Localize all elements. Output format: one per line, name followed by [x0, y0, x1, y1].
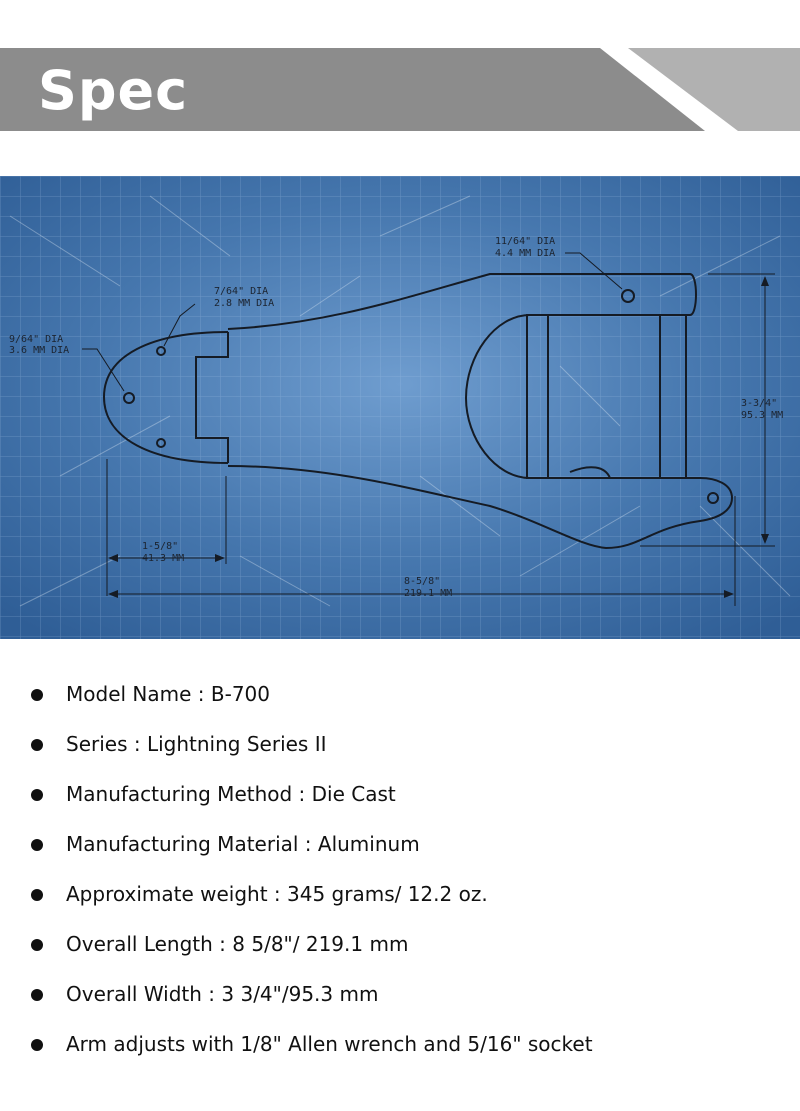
spec-item: Manufacturing Method : Die Cast [0, 772, 800, 822]
spec-item: Approximate weight : 345 grams/ 12.2 oz. [0, 872, 800, 922]
width-inch-label: 3-3/4" [741, 398, 777, 409]
spec-value: Die Cast [311, 782, 396, 806]
length-mm-label: 219.1 MM [404, 588, 452, 599]
spec-label: Approximate weight [66, 882, 268, 906]
spec-separator: : [298, 832, 318, 856]
spec-value: Aluminum [317, 832, 420, 856]
spec-value: 8 5/8"/ 219.1 mm [232, 932, 409, 956]
dimension-lines [82, 252, 775, 606]
spec-value: 3 3/4"/95.3 mm [221, 982, 379, 1006]
spec-item: Overall Width : 3 3/4"/95.3 mm [0, 972, 800, 1022]
bullet-icon [31, 689, 43, 701]
spec-item: Arm adjusts with 1/8" Allen wrench and 5… [0, 1022, 800, 1072]
length-inch-label: 8-5/8" [404, 576, 440, 587]
scratch-texture [9, 195, 791, 607]
spec-value: 345 grams/ 12.2 oz. [287, 882, 488, 906]
hole-a-inch-label: 9/64" DIA [9, 334, 63, 345]
spec-item: Manufacturing Material : Aluminum [0, 822, 800, 872]
spec-text: Manufacturing Material : Aluminum [66, 832, 420, 856]
header-background [0, 48, 800, 131]
bullet-icon [31, 739, 43, 751]
spec-separator: : [201, 982, 222, 1006]
hole-c-mm-label: 4.4 MM DIA [495, 248, 555, 259]
bullet-icon [31, 939, 43, 951]
spec-label: Manufacturing Method [66, 782, 293, 806]
spec-separator: : [292, 782, 312, 806]
offset-mm-label: 41.3 MM [142, 553, 184, 564]
spec-label: Series [66, 732, 128, 756]
dimension-arrows [108, 276, 769, 598]
bullet-icon [31, 1039, 43, 1051]
spec-text: Manufacturing Method : Die Cast [66, 782, 396, 806]
spec-separator: : [212, 932, 233, 956]
spec-item: Overall Length : 8 5/8"/ 219.1 mm [0, 922, 800, 972]
offset-inch-label: 1-5/8" [142, 541, 178, 552]
spec-separator: : [191, 682, 211, 706]
spec-separator: : [267, 882, 287, 906]
spec-item: Series : Lightning Series II [0, 722, 800, 772]
spec-label: Arm adjusts with 1/8" Allen wrench and 5… [66, 1032, 593, 1056]
spec-text: Overall Width : 3 3/4"/95.3 mm [66, 982, 378, 1006]
spec-text: Series : Lightning Series II [66, 732, 327, 756]
blueprint-drawing: 9/64" DIA 3.6 MM DIA 7/64" DIA 2.8 MM DI… [0, 176, 800, 639]
bullet-icon [31, 789, 43, 801]
bullet-icon [31, 839, 43, 851]
blueprint-diagram: 9/64" DIA 3.6 MM DIA 7/64" DIA 2.8 MM DI… [0, 176, 800, 639]
hole-b-inch-label: 7/64" DIA [214, 286, 268, 297]
hole-b-mm-label: 2.8 MM DIA [214, 298, 274, 309]
bullet-icon [31, 889, 43, 901]
mounting-holes [123, 289, 719, 504]
spec-text: Model Name : B-700 [66, 682, 270, 706]
spec-label: Overall Length [66, 932, 213, 956]
spec-label: Model Name [66, 682, 192, 706]
bridge-outline [102, 273, 734, 550]
header-band [0, 48, 800, 131]
width-mm-label: 95.3 MM [741, 410, 783, 421]
spec-label: Manufacturing Material [66, 832, 299, 856]
spec-text: Overall Length : 8 5/8"/ 219.1 mm [66, 932, 408, 956]
hole-c-inch-label: 11/64" DIA [495, 236, 555, 247]
spec-text: Arm adjusts with 1/8" Allen wrench and 5… [66, 1032, 593, 1056]
spec-text: Approximate weight : 345 grams/ 12.2 oz. [66, 882, 488, 906]
spec-item: Model Name : B-700 [0, 672, 800, 722]
spec-value: Lightning Series II [146, 732, 327, 756]
page-title: Spec [38, 59, 189, 122]
spec-label: Overall Width [66, 982, 202, 1006]
bullet-icon [31, 989, 43, 1001]
spec-separator: : [127, 732, 147, 756]
hole-a-mm-label: 3.6 MM DIA [9, 345, 69, 356]
spec-value: B-700 [210, 682, 270, 706]
